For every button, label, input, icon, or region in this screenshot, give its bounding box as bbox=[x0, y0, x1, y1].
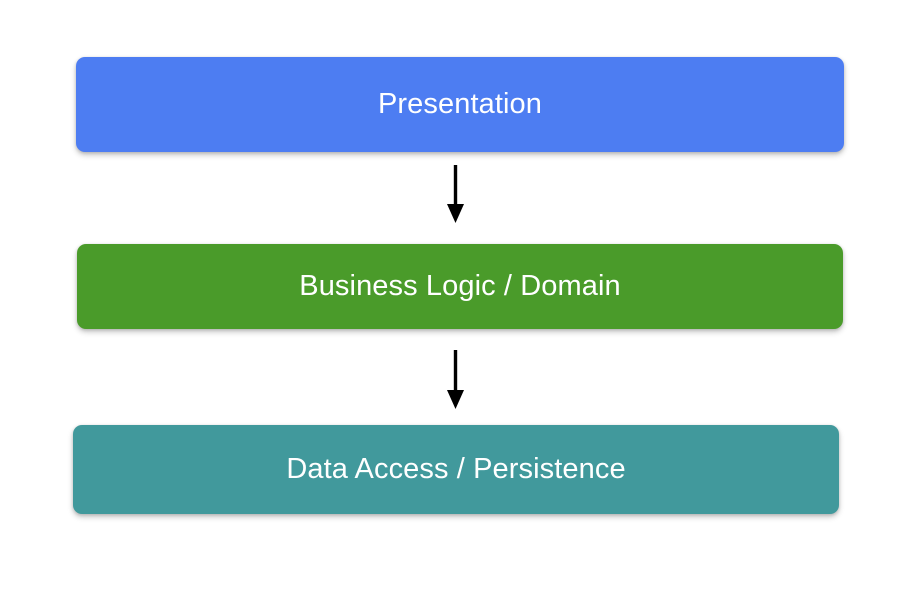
layer-label-business-logic: Business Logic / Domain bbox=[299, 270, 621, 302]
arrow-head-2 bbox=[447, 390, 464, 409]
arrow-presentation-to-business bbox=[447, 165, 464, 223]
layer-box-business-logic[interactable]: Business Logic / Domain bbox=[77, 244, 843, 329]
layer-label-data-access: Data Access / Persistence bbox=[286, 453, 626, 485]
layer-box-presentation[interactable]: Presentation bbox=[76, 57, 844, 152]
layer-box-data-access[interactable]: Data Access / Persistence bbox=[73, 425, 839, 514]
arrow-head-1 bbox=[447, 204, 464, 223]
layer-label-presentation: Presentation bbox=[377, 88, 543, 120]
arrow-business-to-data bbox=[447, 350, 464, 409]
